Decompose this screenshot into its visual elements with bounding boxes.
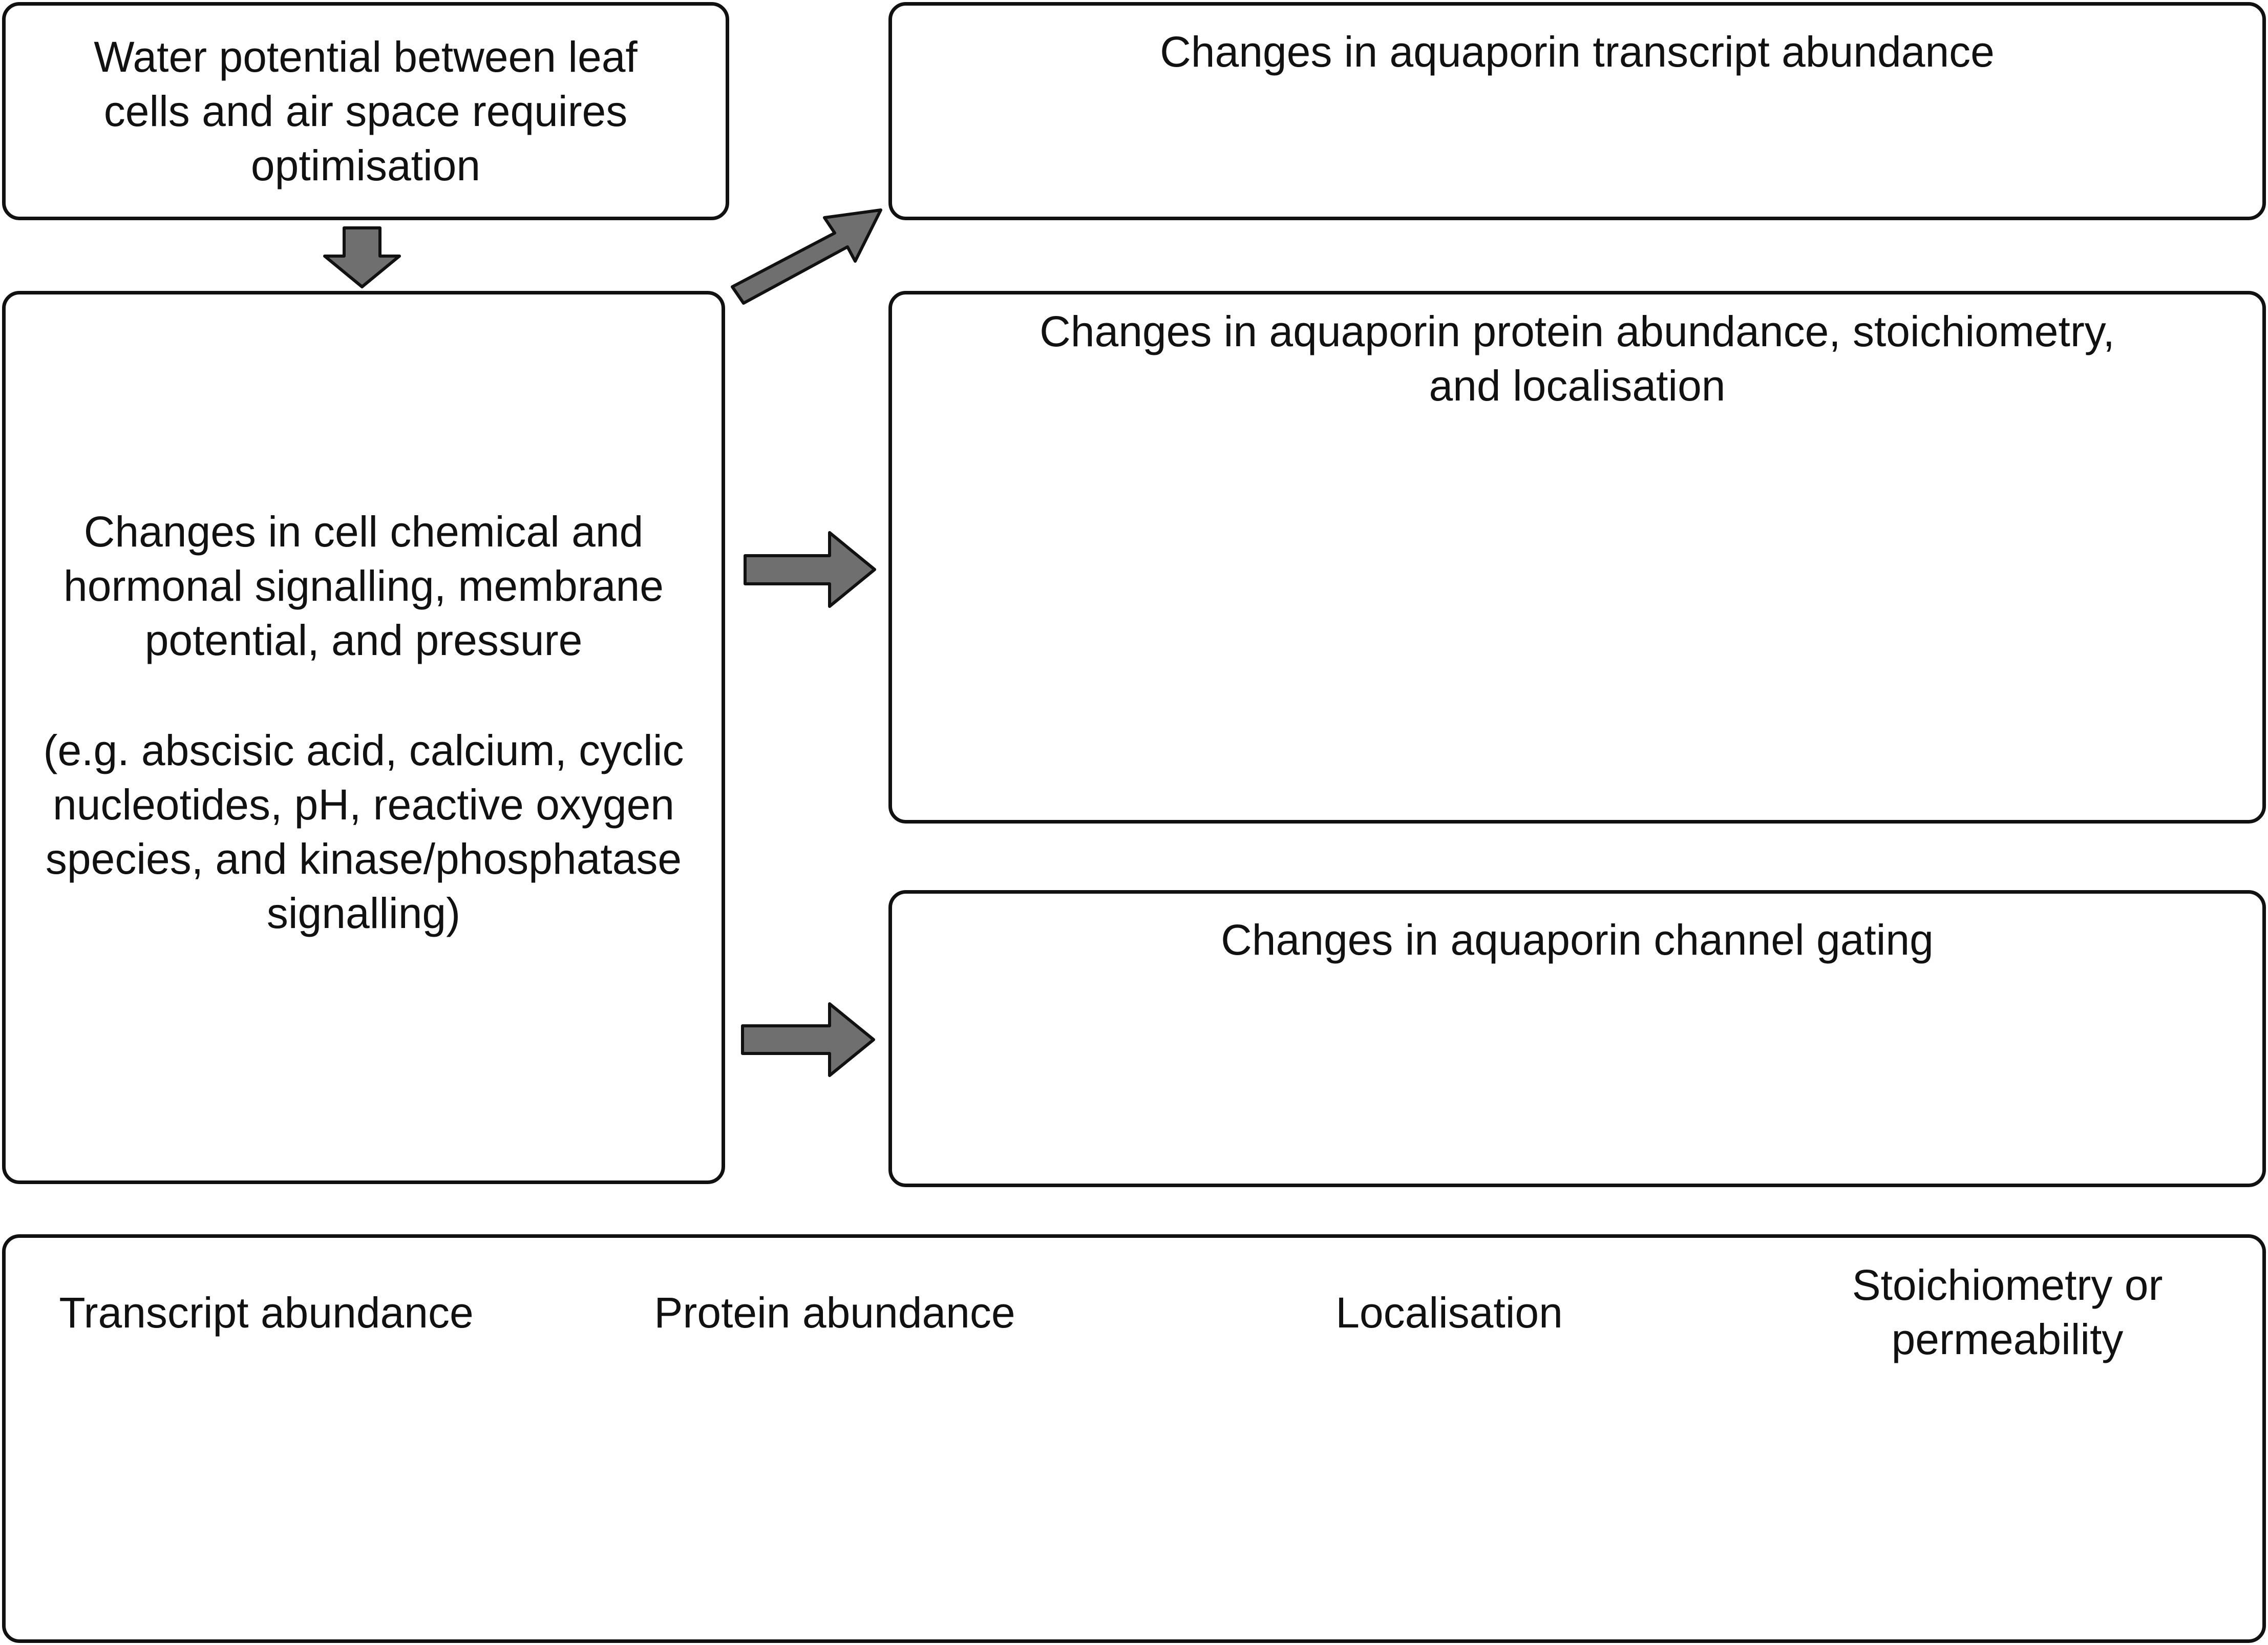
text-line: nucleotides, pH, reactive oxygen xyxy=(52,781,675,829)
text-line: permeability xyxy=(1891,1315,2124,1363)
flow-arrow-down xyxy=(323,226,401,288)
text-line: Changes in cell chemical and xyxy=(83,508,644,556)
protein-panel-title: Changes in aquaporin protein abundance, … xyxy=(891,304,2263,413)
comparison-panel xyxy=(2,1234,2266,1643)
text-line: (e.g. abscisic acid, calcium, cyclic xyxy=(43,726,684,774)
protein-panel xyxy=(888,291,2266,824)
signalling-text: Changes in cell chemical and hormonal si… xyxy=(10,504,717,667)
label-protein-abundance: Protein abundance xyxy=(654,1289,1015,1337)
label-stoichiometry: Stoichiometry or permeability xyxy=(1777,1258,2238,1366)
label-localisation: Localisation xyxy=(1336,1289,1563,1337)
text-line: cells and air space requires xyxy=(103,87,628,135)
gating-panel-title: Changes in aquaporin channel gating xyxy=(1221,916,1934,964)
text-line: species, and kinase/phosphatase xyxy=(45,835,682,883)
water-potential-box xyxy=(2,2,729,220)
signalling-examples: (e.g. abscisic acid, calcium, cyclic nuc… xyxy=(10,723,717,940)
text-line: Water potential between leaf xyxy=(94,33,638,81)
text-line: Changes in aquaporin protein abundance, … xyxy=(1040,307,2115,355)
flow-arrow-to-transcript xyxy=(731,208,882,305)
transcript-panel-title: Changes in aquaporin transcript abundanc… xyxy=(1160,28,1995,76)
gating-panel xyxy=(888,890,2266,1187)
signalling-box xyxy=(2,291,725,1184)
text-line: potential, and pressure xyxy=(144,616,583,664)
water-potential-text: Water potential between leaf cells and a… xyxy=(10,30,721,193)
text-line: optimisation xyxy=(250,141,481,189)
text-line: signalling) xyxy=(266,889,461,937)
text-line: and localisation xyxy=(1429,362,1726,410)
text-line: Stoichiometry or xyxy=(1852,1261,2163,1309)
label-transcript-abundance: Transcript abundance xyxy=(59,1289,474,1337)
flow-arrow-to-gating xyxy=(741,1002,875,1077)
flow-arrow-to-protein xyxy=(744,531,876,608)
text-line: hormonal signalling, membrane xyxy=(63,562,664,610)
transcript-panel xyxy=(888,2,2266,220)
